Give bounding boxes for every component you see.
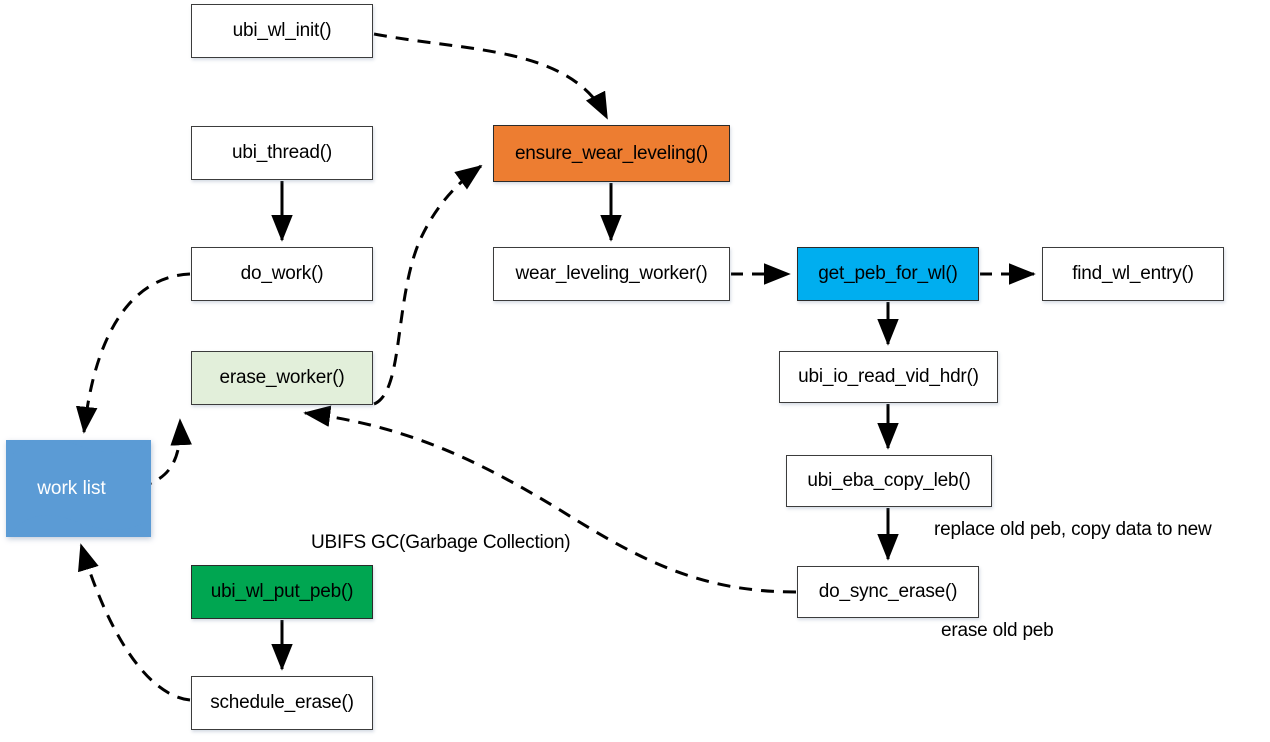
node-schedule-erase[interactable]: schedule_erase(): [191, 676, 373, 730]
node-label: erase_worker(): [219, 367, 345, 388]
node-get-peb-for-wl[interactable]: get_peb_for_wl(): [797, 247, 979, 301]
node-ensure-wear-leveling[interactable]: ensure_wear_leveling(): [493, 125, 730, 182]
edge-do-sync-erase-to-erase-worker: [303, 405, 797, 594]
node-ubi-eba-copy-leb[interactable]: ubi_eba_copy_leb(): [786, 455, 992, 507]
node-label: do_work(): [240, 263, 324, 284]
work-list-label: work list: [37, 477, 106, 499]
node-ubi-io-read-vid-hdr[interactable]: ubi_io_read_vid_hdr(): [779, 351, 998, 403]
node-label: get_peb_for_wl(): [818, 263, 958, 284]
node-label: ubi_thread(): [231, 142, 333, 163]
node-ubi-wl-init[interactable]: ubi_wl_init(): [191, 4, 373, 58]
node-do-work[interactable]: do_work(): [191, 247, 373, 301]
node-label: find_wl_entry(): [1072, 263, 1194, 284]
node-label: ubi_eba_copy_leb(): [807, 470, 971, 491]
node-find-wl-entry[interactable]: find_wl_entry(): [1042, 247, 1224, 301]
node-label: ubi_wl_put_peb(): [210, 581, 354, 602]
node-label: ubi_wl_init(): [232, 20, 332, 41]
work-list-shape: [13, 440, 143, 531]
node-do-sync-erase[interactable]: do_sync_erase(): [797, 566, 979, 618]
node-work-list[interactable]: work list: [6, 440, 151, 537]
annotation-erase-old-peb: erase old peb: [941, 620, 1054, 641]
annotation-replace-old-peb: replace old peb, copy data to new: [934, 519, 1212, 540]
edge-erase-worker-to-ensure-wear-leveling: [373, 164, 483, 406]
gc-section-title: UBIFS GC(Garbage Collection): [311, 532, 571, 553]
node-label: ensure_wear_leveling(): [514, 142, 709, 164]
edge-ubi-wl-init-to-ensure-wear-leveling: [373, 32, 609, 120]
edge-schedule-erase-to-work-list: [78, 543, 191, 702]
node-wear-leveling-worker[interactable]: wear_leveling_worker(): [493, 247, 730, 301]
node-ubi-thread[interactable]: ubi_thread(): [191, 126, 373, 180]
node-label: do_sync_erase(): [818, 581, 958, 602]
edge-do-work-to-work-list: [75, 272, 191, 434]
node-label: ubi_io_read_vid_hdr(): [798, 366, 979, 387]
node-label: wear_leveling_worker(): [515, 263, 708, 284]
node-erase-worker[interactable]: erase_worker(): [191, 351, 373, 405]
node-label: schedule_erase(): [210, 692, 354, 713]
node-ubi-wl-put-peb[interactable]: ubi_wl_put_peb(): [191, 565, 373, 619]
